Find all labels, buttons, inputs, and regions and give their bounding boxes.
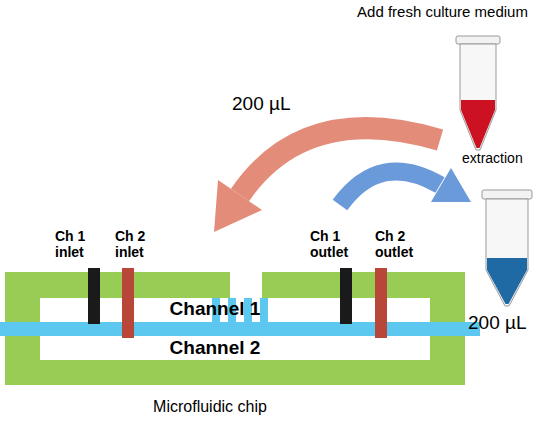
volume-label: 200 µL [468, 312, 546, 334]
channel-label: Channel 1 [140, 298, 290, 320]
add-arrow [214, 128, 440, 232]
instruction-text: Add fresh culture medium [355, 3, 530, 20]
ch1-inlet-port [88, 268, 100, 324]
ch2-outlet-port [375, 268, 387, 338]
port-label: Ch 1 inlet [55, 228, 105, 260]
fresh-medium-tube [456, 36, 500, 150]
channel-2 [40, 336, 430, 360]
membrane-band [0, 322, 480, 336]
step-label: extraction [462, 150, 546, 166]
port-label: Ch 2 inlet [115, 228, 165, 260]
port-label: Ch 2 outlet [375, 228, 431, 260]
volume-label: 200 µL [232, 93, 322, 115]
ch2-inlet-port [122, 268, 134, 338]
port-label: Ch 1 outlet [310, 228, 362, 260]
ch1-outlet-port [340, 268, 352, 324]
caption-label: Microfluidic chip [110, 398, 310, 416]
channel-label: Channel 2 [140, 337, 290, 359]
extraction-tube [482, 190, 532, 306]
extraction-arrow [340, 168, 471, 205]
